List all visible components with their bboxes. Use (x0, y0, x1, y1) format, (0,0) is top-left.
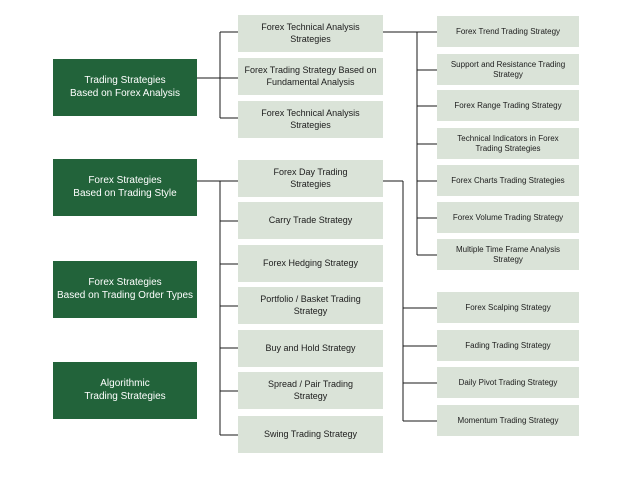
category-trading-style: Forex Strategies Based on Trading Style (53, 159, 197, 216)
node-hedging: Forex Hedging Strategy (238, 245, 383, 282)
node-charts-trading: Forex Charts Trading Strategies (437, 165, 579, 196)
node-fundamental-analysis: Forex Trading Strategy Based on Fundamen… (238, 58, 383, 95)
node-support-resistance: Support and Resistance Trading Strategy (437, 54, 579, 85)
node-carry-trade: Carry Trade Strategy (238, 202, 383, 239)
node-range-trading: Forex Range Trading Strategy (437, 90, 579, 121)
node-buy-and-hold: Buy and Hold Strategy (238, 330, 383, 367)
node-trend-trading: Forex Trend Trading Strategy (437, 16, 579, 47)
category-trading-order-types: Forex Strategies Based on Trading Order … (53, 261, 197, 318)
node-swing-trading: Swing Trading Strategy (238, 416, 383, 453)
node-multiple-time-frame: Multiple Time Frame Analysis Strategy (437, 239, 579, 270)
node-technical-analysis-2: Forex Technical Analysis Strategies (238, 101, 383, 138)
node-technical-analysis-1: Forex Technical Analysis Strategies (238, 15, 383, 52)
node-technical-indicators: Technical Indicators in Forex Trading St… (437, 128, 579, 159)
node-portfolio-basket: Portfolio / Basket Trading Strategy (238, 287, 383, 324)
category-forex-analysis: Trading Strategies Based on Forex Analys… (53, 59, 197, 116)
node-volume-trading: Forex Volume Trading Strategy (437, 202, 579, 233)
node-daily-pivot: Daily Pivot Trading Strategy (437, 367, 579, 398)
category-algorithmic: Algorithmic Trading Strategies (53, 362, 197, 419)
node-spread-pair: Spread / Pair Trading Strategy (238, 372, 383, 409)
node-momentum: Momentum Trading Strategy (437, 405, 579, 436)
node-scalping: Forex Scalping Strategy (437, 292, 579, 323)
node-fading: Fading Trading Strategy (437, 330, 579, 361)
node-day-trading: Forex Day Trading Strategies (238, 160, 383, 197)
